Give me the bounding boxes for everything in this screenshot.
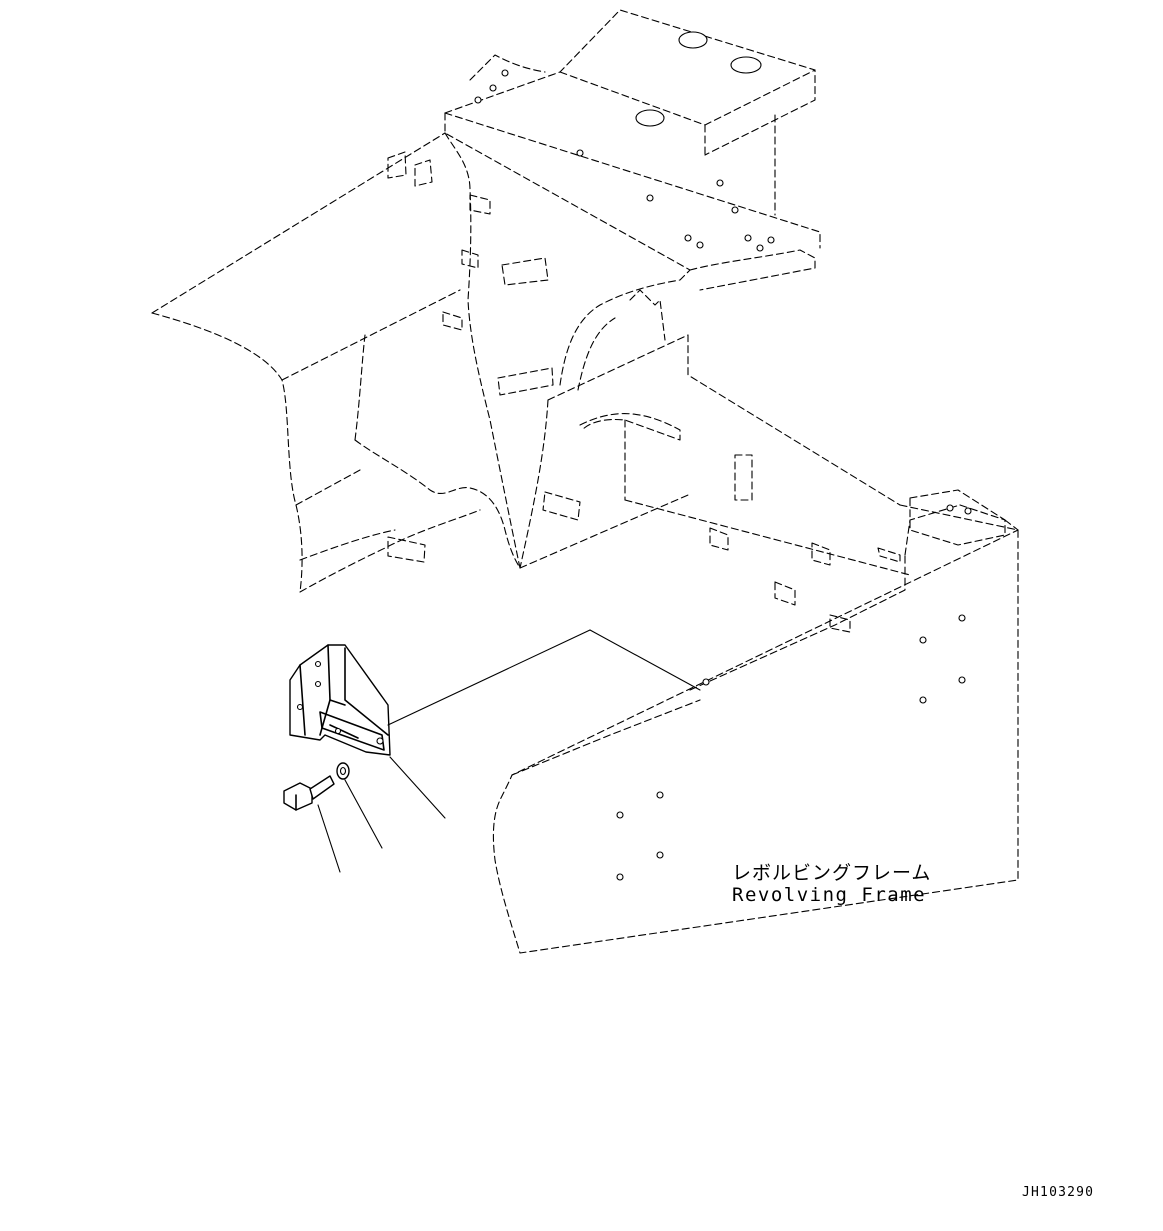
frame-mounting-blocks [387,151,1006,633]
revolving-frame-label-english: Revolving Frame [732,884,927,906]
leader-lines [317,629,701,873]
revolving-frame-outline [151,9,1019,954]
frame-holes [474,31,972,881]
bolt-part [283,775,335,811]
drawing-number: JH103290 [1022,1185,1095,1200]
washer-part [336,762,350,780]
bracket-part [289,644,391,756]
revolving-frame-label-japanese: レボルビングフレーム [732,862,932,884]
